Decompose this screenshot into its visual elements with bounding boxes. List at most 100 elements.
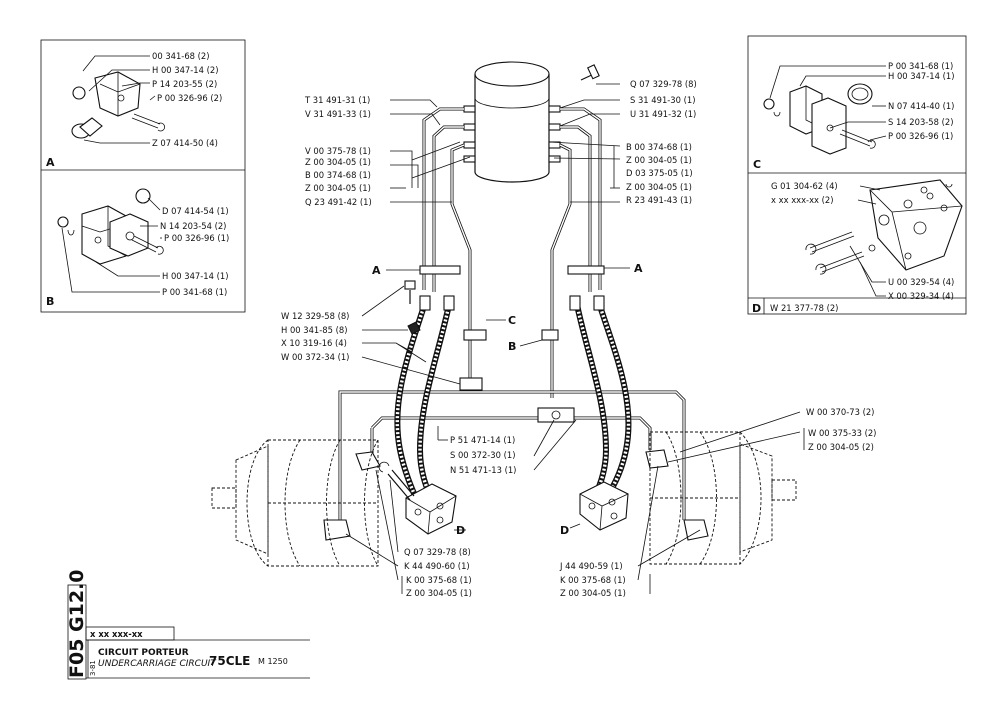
flexible-hoses	[394, 295, 632, 504]
reference-box-text: x xx xxx-xx	[90, 629, 143, 639]
label-q-07-329-78-bottom: Q 07 329-78 (8)	[404, 547, 471, 557]
label-v-31-491-33: V 31 491-33 (1)	[305, 109, 371, 119]
label-w-00-375-33: W 00 375-33 (2)	[808, 428, 876, 438]
drawing-date-code: 3-81	[89, 660, 97, 676]
valve-block-right	[579, 481, 629, 531]
label-left-mid-5: Q 23 491-42 (1)	[305, 197, 372, 207]
inset-a-label-5: Z 07 414-50 (4)	[152, 138, 218, 148]
label-s-31-491-30: S 31 491-30 (1)	[630, 95, 696, 105]
inset-d-labels: G 01 304-62 (4) x xx xxx-xx (2) U 00 329…	[752, 181, 954, 315]
elbow-fittings	[323, 449, 709, 541]
valve-block-left	[378, 461, 457, 535]
inset-a-letter: A	[46, 156, 55, 169]
clamps	[419, 265, 605, 341]
inset-c-letter: C	[753, 158, 761, 171]
inset-d-label-2: x xx xxx-xx (2)	[771, 195, 834, 205]
tee-fittings	[459, 377, 575, 423]
inset-a-b-frame	[40, 39, 246, 313]
inset-b-label-2: N 14 203-54 (2)	[160, 221, 226, 231]
label-right-mid-5: R 23 491-43 (1)	[626, 195, 692, 205]
swivel-joint	[463, 61, 600, 183]
label-n-51-471-13: N 51 471-13 (1)	[450, 465, 516, 475]
inset-d-letter: D	[752, 302, 761, 315]
inset-b-label-3: P 00 326-96 (1)	[164, 233, 229, 243]
inset-b-labels: D 07 414-54 (1) N 14 203-54 (2) P 00 326…	[46, 206, 229, 308]
label-k-00-375-68-left: K 00 375-68 (1)	[406, 575, 472, 585]
label-right-mid-4: Z 00 304-05 (1)	[626, 182, 692, 192]
inset-d-footer: W 21 377-78 (2)	[770, 303, 838, 313]
marker-b: B	[508, 340, 516, 353]
marker-d-right: D	[560, 524, 569, 537]
inset-a-parts	[71, 55, 166, 144]
drawing-side-code: F05 G12.0	[66, 569, 88, 678]
marker-d-left: D	[456, 524, 465, 537]
inset-b-label-4: H 00 347-14 (1)	[162, 271, 228, 281]
inset-b-label-1: D 07 414-54 (1)	[162, 206, 229, 216]
center-right-mid-labels: B 00 374-68 (1) Z 00 304-05 (1) D 03 375…	[626, 142, 693, 205]
label-k-44-490-60: K 44 490-60 (1)	[404, 561, 470, 571]
title-french: CIRCUIT PORTEUR	[98, 648, 189, 658]
inset-c-label-4: S 14 203-58 (2)	[888, 117, 954, 127]
inset-a-labels: 00 341-68 (2) H 00 347-14 (2) P 14 203-5…	[46, 51, 222, 169]
leader-lines	[345, 83, 805, 594]
inset-a-label-3: P 14 203-55 (2)	[152, 79, 217, 89]
inset-d-label-4: X 00 329-34 (4)	[888, 291, 954, 301]
label-z-00-304-05-bottom-right: Z 00 304-05 (1)	[560, 588, 626, 598]
label-left-mid-1: V 00 375-78 (1)	[305, 146, 371, 156]
center-bottom-right-labels: J 44 490-59 (1) K 00 375-68 (1) Z 00 304…	[559, 561, 626, 598]
inset-a-label-4: P 00 326-96 (2)	[157, 93, 222, 103]
marker-c: C	[508, 314, 516, 327]
callout-markers: A A C B D D	[372, 262, 643, 537]
label-right-mid-3: D 03 375-05 (1)	[626, 168, 693, 178]
inset-b-parts	[57, 188, 164, 293]
label-left-mid-2: Z 00 304-05 (1)	[305, 157, 371, 167]
inset-c-label-3: N 07 414-40 (1)	[888, 101, 954, 111]
label-p-51-471-14: P 51 471-14 (1)	[450, 435, 515, 445]
center-bottom-left-labels: Q 07 329-78 (8) K 44 490-60 (1) K 00 375…	[404, 547, 472, 598]
inset-d-parts	[805, 179, 963, 297]
label-s-00-372-30: S 00 372-30 (1)	[450, 450, 516, 460]
label-h-00-341-85: H 00 341-85 (8)	[281, 325, 347, 335]
center-left-mid-labels: V 00 375-78 (1) Z 00 304-05 (1) B 00 374…	[305, 146, 372, 207]
label-w-00-370-73: W 00 370-73 (2)	[806, 407, 874, 417]
inset-d-label-3: U 00 329-54 (4)	[888, 277, 954, 287]
title-block: F05 G12.0 x xx xxx-xx 3-81 CIRCUIT PORTE…	[66, 569, 310, 680]
label-z-00-304-05-right: Z 00 304-05 (2)	[808, 442, 874, 452]
center-right-low-labels: W 00 370-73 (2) W 00 375-33 (2) Z 00 304…	[806, 407, 876, 452]
label-q-07-329-78-top: Q 07 329-78 (8)	[630, 79, 697, 89]
center-left-top-labels: T 31 491-31 (1) V 31 491-33 (1)	[304, 95, 371, 119]
label-t-31-491-31: T 31 491-31 (1)	[304, 95, 370, 105]
label-k-00-375-68-right: K 00 375-68 (1)	[560, 575, 626, 585]
model-name: 75CLE	[209, 654, 250, 668]
label-z-00-304-05-bottom-left: Z 00 304-05 (1)	[406, 588, 472, 598]
label-left-mid-3: B 00 374-68 (1)	[305, 170, 371, 180]
center-middle-labels: P 51 471-14 (1) S 00 372-30 (1) N 51 471…	[450, 435, 516, 475]
label-right-mid-2: Z 00 304-05 (1)	[626, 155, 692, 165]
inset-b-letter: B	[46, 295, 54, 308]
inset-c-label-1: P 00 341-68 (1)	[888, 61, 953, 71]
label-w-12-329-58: W 12 329-58 (8)	[281, 311, 349, 321]
label-x-10-319-16: X 10 319-16 (4)	[281, 338, 347, 348]
travel-motor-right	[649, 431, 797, 565]
inset-a-label-1: 00 341-68 (2)	[152, 51, 210, 61]
inset-d-label-1: G 01 304-62 (4)	[771, 181, 838, 191]
label-u-31-491-32: U 31 491-32 (1)	[630, 109, 696, 119]
inset-c-parts	[763, 65, 887, 155]
inset-c-labels: P 00 341-68 (1) H 00 347-14 (1) N 07 414…	[753, 61, 954, 171]
label-j-44-490-59: J 44 490-59 (1)	[559, 561, 623, 571]
inset-a-label-2: H 00 347-14 (2)	[152, 65, 218, 75]
center-right-top-labels: Q 07 329-78 (8) S 31 491-30 (1) U 31 491…	[630, 79, 697, 119]
inset-c-label-5: P 00 326-96 (1)	[888, 131, 953, 141]
label-w-00-372-34: W 00 372-34 (1)	[281, 352, 349, 362]
inset-c-label-2: H 00 347-14 (1)	[888, 71, 954, 81]
label-right-mid-1: B 00 374-68 (1)	[626, 142, 692, 152]
center-left-low-labels: W 12 329-58 (8) H 00 341-85 (8) X 10 319…	[281, 311, 349, 362]
inset-c-d-frame	[747, 35, 967, 315]
marker-a-right: A	[634, 262, 643, 275]
bolt-and-nut	[404, 280, 421, 335]
inset-b-label-5: P 00 341-68 (1)	[162, 287, 227, 297]
travel-motor-left	[211, 439, 379, 567]
marker-a-left: A	[372, 264, 381, 277]
model-suffix: M 1250	[258, 657, 288, 666]
